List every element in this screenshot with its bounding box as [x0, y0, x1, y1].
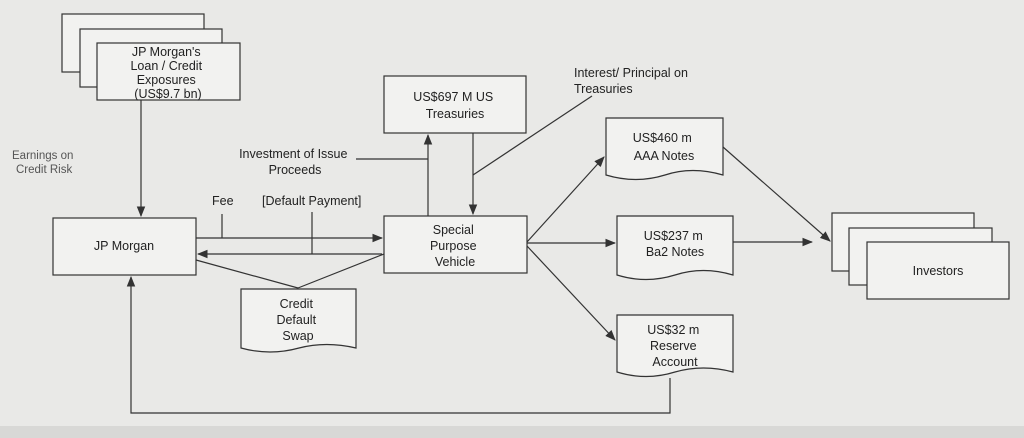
jpm-exposures-stack: JP Morgan's Loan / Credit Exposures (US$…: [61, 13, 241, 101]
default-payment-label: [Default Payment]: [262, 194, 361, 208]
reserve-account-node: US$32 m Reserve Account: [616, 314, 734, 378]
cds-line-right: [297, 253, 385, 289]
arrow-reserve-to-jpmorgan: [126, 275, 671, 414]
treasuries-text: US$697 M US Treasuries: [413, 90, 496, 121]
cds-text: Credit Default Swap: [276, 297, 319, 343]
investment-label: Investment of Issue Proceeds: [239, 147, 351, 177]
interest-leader: [472, 95, 593, 176]
treasuries-node: US$697 M US Treasuries: [383, 75, 527, 134]
arrow-spv-to-aaa: [526, 156, 605, 243]
spv-node: Special Purpose Vehicle: [383, 215, 528, 274]
credit-default-swap-node: Credit Default Swap: [240, 288, 357, 353]
cds-line-left: [195, 259, 299, 289]
ba2-notes-node: US$237 m Ba2 Notes: [616, 215, 734, 281]
aaa-notes-text: US$460 m AAA Notes: [633, 131, 696, 163]
connectors: [126, 95, 831, 414]
ba2-notes-text: US$237 m Ba2 Notes: [644, 229, 707, 259]
earnings-label: Earnings on Credit Risk: [12, 150, 77, 176]
arrow-aaa-to-investors: [722, 146, 831, 242]
investors-text: Investors: [913, 264, 964, 278]
spv-text: Special Purpose Vehicle: [430, 223, 480, 269]
jp-morgan-node: JP Morgan: [52, 217, 197, 276]
aaa-notes-node: US$460 m AAA Notes: [605, 117, 724, 181]
interest-principal-label: Interest/ Principal on Treasuries: [574, 66, 691, 96]
fee-label: Fee: [212, 194, 234, 208]
jp-morgan-text: JP Morgan: [94, 239, 154, 253]
reserve-account-text: US$32 m Reserve Account: [647, 323, 703, 369]
page-edge-strip: [0, 426, 1024, 438]
investors-stack: Investors: [831, 212, 1010, 300]
arrow-spv-to-reserve: [526, 245, 616, 341]
jpm-exposures-text: JP Morgan's Loan / Credit Exposures (US$…: [130, 45, 205, 101]
